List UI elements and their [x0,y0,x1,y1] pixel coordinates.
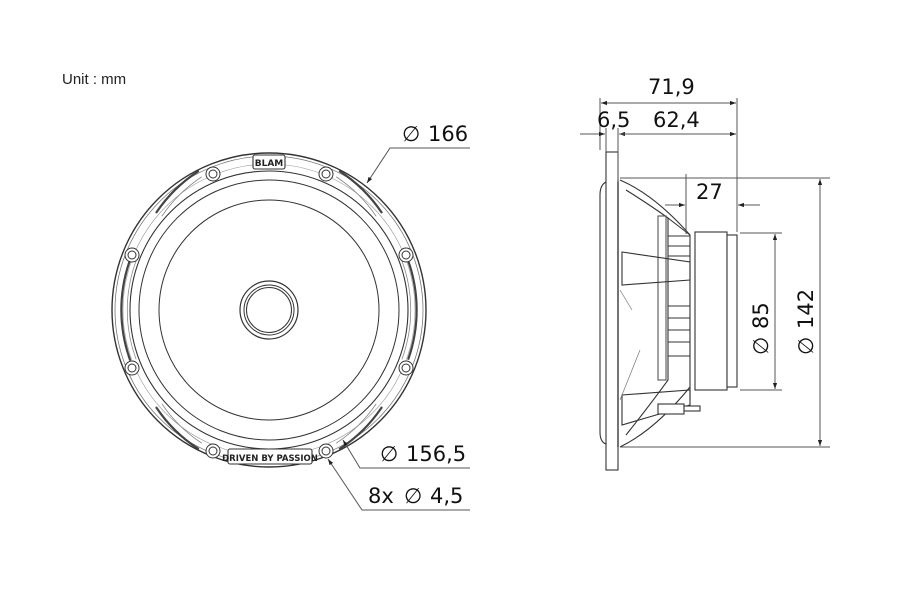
brand-top-label: BLAM [255,159,284,169]
mounting-holes [124,166,414,459]
diameter-symbol-142: ∅ [794,337,818,355]
mount-depth-label: 62,4 [653,108,700,132]
magnet-diameter-label: 85 [749,302,773,329]
side-dimension-lines [580,98,830,448]
diameter-symbol-hole: ∅ [404,484,422,508]
mount-diameter-label: 156,5 [406,442,466,466]
flange-thickness-label: 6,5 [597,108,630,132]
speaker-side-view [599,151,738,471]
magnet-depth-label: 27 [696,180,723,204]
hole-count-label: 8x [368,484,394,508]
diameter-symbol-166: ∅ [402,122,420,146]
frame-slots [120,170,418,450]
speaker-front-view [111,152,427,468]
front-dimension-leaders [327,147,470,511]
outer-diameter-label: 166 [428,122,468,146]
diameter-symbol-85: ∅ [749,337,773,355]
brand-bottom-label: DRIVEN BY PASSION [222,454,318,464]
cutout-diameter-label: 142 [794,289,818,329]
hole-diameter-label: 4,5 [430,484,463,508]
diameter-symbol-156: ∅ [380,442,398,466]
total-depth-label: 71,9 [648,75,695,99]
unit-label: Unit : mm [62,71,127,88]
